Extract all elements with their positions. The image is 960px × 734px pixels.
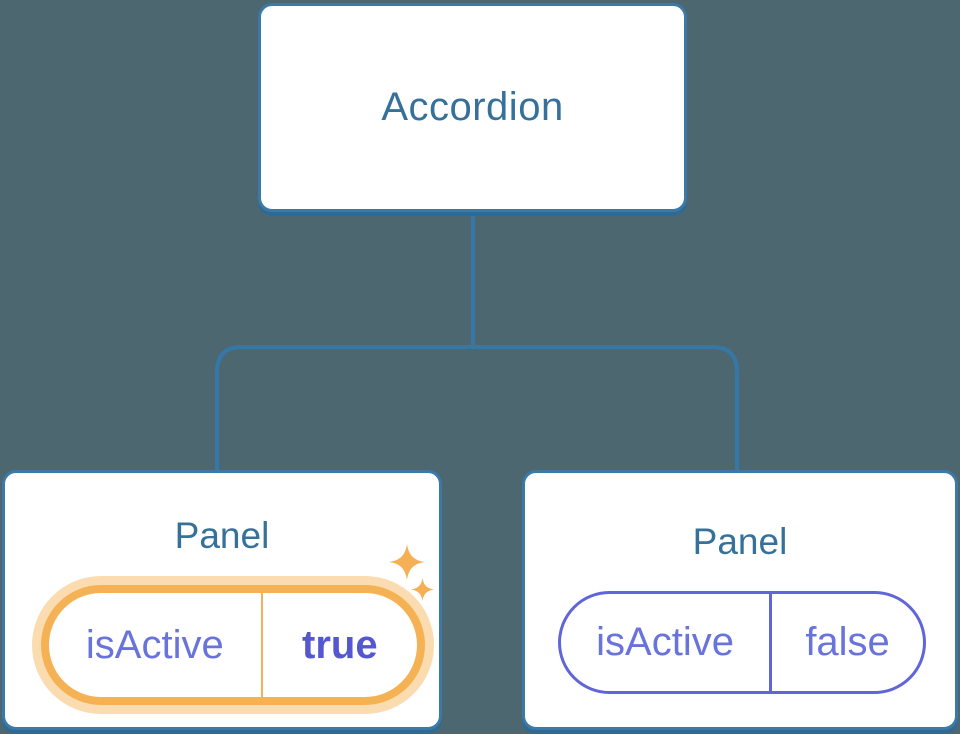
prop-pill-active: isActive true <box>41 585 425 705</box>
accordion-node-label: Accordion <box>381 85 564 129</box>
prop-name-cell: isActive <box>561 594 769 691</box>
panel-node-label: Panel <box>174 515 270 556</box>
panel-node-active: Panel isActive true <box>2 470 442 730</box>
prop-name-text: isActive <box>596 620 734 664</box>
prop-value-cell: false <box>769 594 923 691</box>
prop-value-cell: true <box>260 593 417 697</box>
prop-name-text: isActive <box>85 622 224 667</box>
prop-value-text: false <box>805 620 890 664</box>
prop-value-text: true <box>302 622 378 667</box>
prop-name-cell: isActive <box>49 593 261 697</box>
sparkle-small-icon <box>411 578 434 601</box>
panel-node-inactive: Panel isActive false <box>522 470 958 730</box>
panel-node-label: Panel <box>692 521 788 562</box>
prop-pill-inactive: isActive false <box>558 591 926 694</box>
accordion-node: Accordion <box>258 3 687 212</box>
connector-branch <box>215 345 739 471</box>
